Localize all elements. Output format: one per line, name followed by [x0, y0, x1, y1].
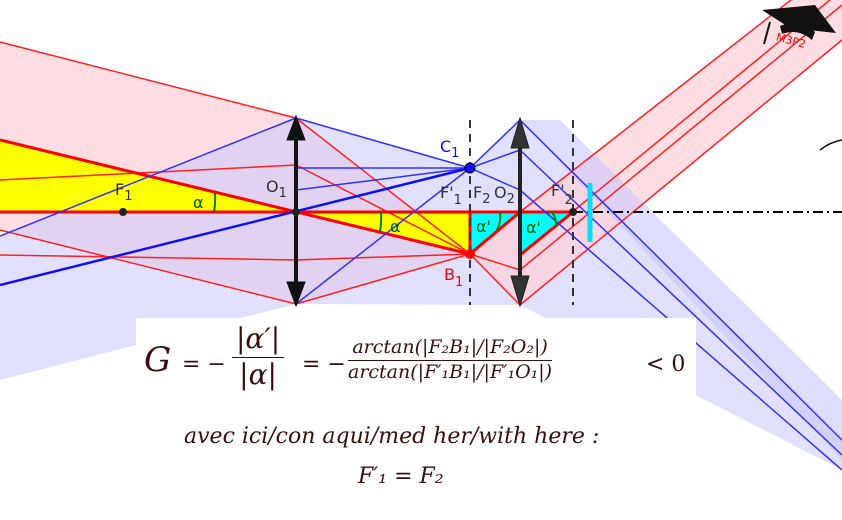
frac1-denominator: |α| — [239, 358, 277, 391]
point-c1 — [464, 162, 476, 174]
alpha-arc-1 — [213, 192, 217, 213]
frac2-numerator: arctan(|F₂B₁|/|F₂O₂|) — [348, 336, 553, 361]
label-alpha-1: α — [193, 193, 204, 212]
label-alpha-2: α — [390, 217, 401, 236]
alpha-prime-arc-2 — [551, 211, 558, 227]
point-f1 — [119, 208, 127, 216]
point-o1 — [292, 208, 300, 216]
label-f1: F1 — [115, 180, 132, 204]
label-alpha-prime-1: α' — [476, 217, 491, 236]
label-c1: C1 — [440, 137, 459, 161]
label-b1: B1 — [444, 265, 463, 290]
blue-chief-ray — [0, 166, 471, 287]
label-f2-prime: F'2 — [551, 181, 573, 208]
red-exit-beam — [470, 0, 842, 305]
formula-box: G = − |α′| |α| = − arctan(|F₂B₁|/|F₂O₂|)… — [136, 318, 696, 520]
point-b1 — [465, 249, 475, 259]
alpha-arc-2 — [379, 211, 383, 233]
formula-inequality: < 0 — [646, 352, 686, 377]
chief-ray — [0, 138, 471, 256]
formula-eq-1: = − — [182, 352, 226, 377]
label-o2: O2 — [494, 183, 515, 207]
formula-frac-2: arctan(|F₂B₁|/|F₂O₂|) arctan(|F′₁B₁|/|F′… — [348, 336, 553, 383]
label-alpha-prime-2: α' — [526, 218, 541, 237]
label-f1-prime: F'1 — [440, 183, 462, 208]
point-f2p — [569, 208, 577, 216]
formula-eq-2: = − — [302, 352, 346, 377]
label-f2: F2 — [473, 183, 490, 207]
formula-note: avec ici/con aqui/med her/with here : — [184, 424, 600, 449]
label-o1: O1 — [266, 177, 287, 201]
lens-2 — [510, 116, 530, 308]
formula-g: G — [144, 340, 172, 380]
frac2-denominator: arctan(|F′₁B₁|/|F′₁O₁|) — [348, 361, 553, 383]
formula-frac-1: |α′| |α| — [232, 322, 285, 391]
eye-sketch — [819, 139, 842, 151]
alpha-prime-arc-1 — [496, 211, 502, 231]
frac1-numerator: |α′| — [232, 322, 285, 358]
formula-condition: F′₁ = F₂ — [358, 464, 444, 489]
blue-exit-beam — [520, 120, 842, 460]
